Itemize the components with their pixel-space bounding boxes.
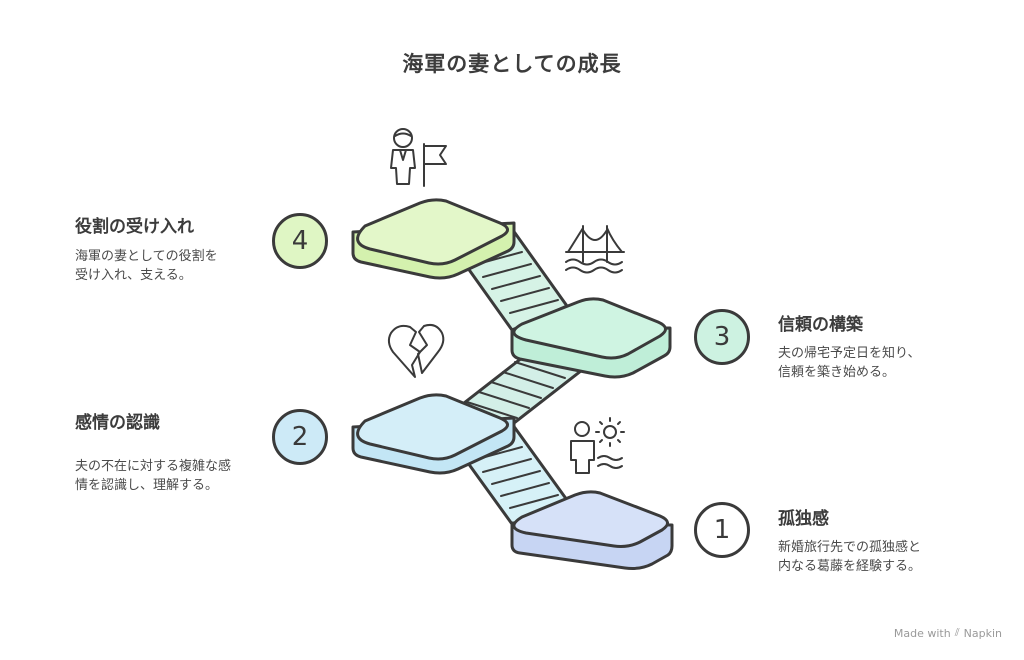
step-3-description: 夫の帰宅予定日を知り、 信頼を築き始める。 [778,346,921,380]
napkin-brand: Napkin [963,626,1002,640]
step-1-badge: 1 [694,502,750,558]
step-4-description: 海軍の妻としての役割を 受け入れ、支える。 [75,249,218,283]
broken-heart-icon [387,323,445,378]
person-flag-icon [390,128,447,187]
bridge-icon [565,225,625,274]
step-2-description: 夫の不在に対する複雑な感 情を認識し、理解する。 [75,459,232,493]
person-sun-waves-icon [570,417,625,474]
napkin-logo-icon: ⫽ [954,626,960,639]
platform-3 [510,297,672,379]
step-4-badge: 4 [272,213,328,269]
step-4-heading: 役割の受け入れ [75,217,194,237]
step-2-heading: 感情の認識 [75,413,160,433]
platform-1 [510,490,674,570]
platform-2 [351,393,516,475]
platform-4 [351,198,516,280]
made-with-napkin: Made with ⫽ Napkin [894,626,1002,640]
made-with-label: Made with [893,626,951,640]
step-3-heading: 信頼の構築 [778,315,863,335]
step-1-heading: 孤独感 [778,509,829,529]
page-title: 海軍の妻としての成長 [402,52,622,76]
step-3-badge: 3 [694,309,750,365]
step-1-description: 新婚旅行先での孤独感と 内なる葛藤を経験する。 [778,540,922,574]
step-2-badge: 2 [272,409,328,465]
